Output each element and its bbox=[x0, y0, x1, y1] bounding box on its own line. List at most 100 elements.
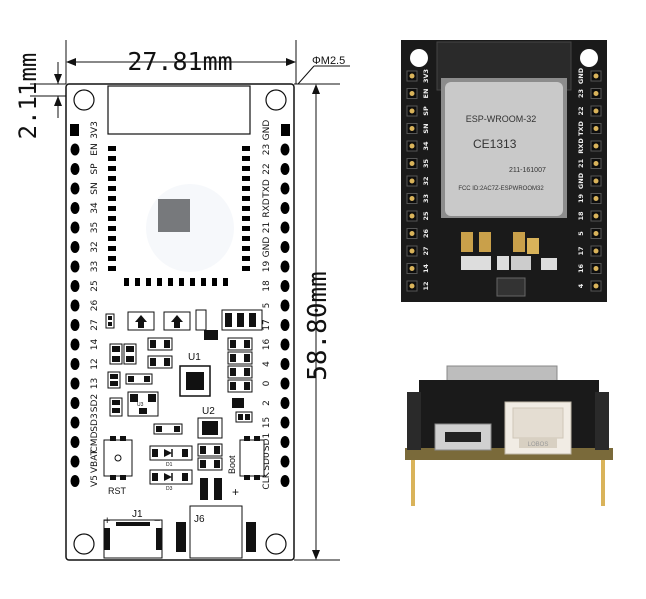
left-pin-label: 27 bbox=[90, 319, 100, 330]
hole-label: ΦM2.5 bbox=[312, 55, 345, 67]
right-pin-label: GND bbox=[262, 120, 272, 141]
photo-pin-dot bbox=[593, 178, 599, 184]
module-pad bbox=[242, 196, 250, 201]
right-pin-pad bbox=[280, 163, 290, 175]
d3-label: D3 bbox=[166, 486, 173, 492]
photo-pin-dot bbox=[409, 213, 415, 219]
right-pin-label: 19 bbox=[262, 261, 272, 273]
u3-label: U3 bbox=[137, 402, 144, 408]
photo-pin-label: 16 bbox=[577, 264, 585, 274]
right-pin-label: 4 bbox=[262, 361, 272, 367]
rst-button-footprint bbox=[103, 439, 133, 477]
module-pad bbox=[108, 216, 116, 221]
photo-pin-label: 27 bbox=[422, 246, 430, 255]
module-pad bbox=[242, 226, 250, 231]
left-pin-labels: 3V3ENSPSN34353233252627141213SD2SD3CMDVB… bbox=[90, 121, 100, 487]
photo-pin-label: RXD bbox=[577, 138, 585, 154]
right-pin-label: 17 bbox=[262, 319, 272, 330]
right-pin-label: 21 bbox=[262, 222, 272, 233]
right-pin-pad bbox=[281, 124, 290, 136]
left-pin-pad bbox=[70, 358, 80, 370]
left-pin-pad bbox=[70, 397, 80, 409]
left-pin-pad bbox=[70, 182, 80, 195]
left-pin-label: V5 bbox=[90, 475, 100, 487]
module-pad bbox=[168, 278, 173, 286]
module-pad bbox=[190, 278, 195, 286]
module-pad bbox=[242, 236, 250, 241]
rst-label: RST bbox=[108, 486, 127, 496]
module-ce: CE1313 bbox=[473, 137, 517, 151]
left-pin-pad bbox=[70, 338, 80, 351]
photo-pin-label: 21 bbox=[577, 159, 585, 169]
photo-pin-label: 26 bbox=[422, 229, 430, 239]
photo-pin-dot bbox=[593, 108, 599, 114]
right-pin-label: 2 bbox=[262, 400, 272, 406]
hole-callout: ΦM2.5 bbox=[297, 55, 350, 85]
left-pin-pad bbox=[70, 475, 80, 487]
module-pad bbox=[212, 278, 217, 286]
module-pad bbox=[157, 278, 162, 286]
left-pin-label: 26 bbox=[90, 300, 100, 312]
module-pad bbox=[108, 196, 116, 201]
mount-hole-tr bbox=[265, 89, 287, 111]
module-pad bbox=[223, 278, 228, 286]
photo-pin-dot bbox=[409, 178, 415, 184]
left-pin-pad bbox=[70, 143, 80, 156]
right-pin-label: 0 bbox=[262, 380, 272, 386]
module-pad bbox=[242, 266, 250, 271]
left-pin-pad bbox=[70, 202, 80, 214]
j6-footprint bbox=[189, 505, 243, 559]
module-pad bbox=[108, 146, 116, 151]
module-pad bbox=[135, 278, 140, 286]
photo-pin-dot bbox=[409, 196, 415, 201]
right-pin-label: CLK bbox=[262, 471, 272, 489]
photo-pin-label: 18 bbox=[577, 211, 585, 221]
module-pad bbox=[108, 156, 116, 161]
board-top-photo: ESP-WROOM-32 CE1313 211-161007 FCC ID:2A… bbox=[401, 40, 607, 302]
right-pin-label: 5 bbox=[262, 303, 272, 309]
photo-pin-dot bbox=[593, 73, 599, 79]
module-pad bbox=[108, 186, 116, 191]
width-dimension: 27.81mm bbox=[65, 40, 297, 84]
module-pad bbox=[108, 226, 116, 231]
right-pin-label: 18 bbox=[262, 280, 272, 292]
photo-pin-dot bbox=[593, 231, 599, 236]
left-pin-label: 25 bbox=[90, 280, 100, 291]
photo-pin-label: 3V3 bbox=[422, 69, 430, 83]
mount-hole-br bbox=[265, 533, 287, 555]
module-pad bbox=[242, 216, 250, 221]
left-pin-pad bbox=[70, 221, 80, 234]
right-pin-label: 23 bbox=[262, 144, 272, 155]
module-pad bbox=[108, 256, 116, 261]
left-pin-pad bbox=[70, 416, 80, 429]
module-pad bbox=[242, 246, 250, 251]
watermark bbox=[146, 184, 234, 272]
module-pad bbox=[242, 156, 250, 161]
photo-pin-dot bbox=[409, 126, 415, 131]
left-pin-label: SP bbox=[90, 163, 100, 175]
right-pin-pad bbox=[280, 358, 290, 370]
minus-label-j1: − bbox=[154, 515, 160, 527]
photo-pin-dot bbox=[409, 143, 415, 149]
right-pin-pad bbox=[280, 475, 290, 487]
photo-pin-dot bbox=[409, 161, 415, 166]
left-pin-label: 14 bbox=[90, 339, 100, 351]
plus-label-right: + bbox=[232, 485, 239, 499]
right-pin-label: 16 bbox=[262, 339, 272, 351]
photo-pin-dot bbox=[593, 213, 599, 219]
right-pin-pad bbox=[280, 221, 290, 234]
left-pin-pad bbox=[70, 260, 80, 273]
photo-pin-label: 4 bbox=[577, 283, 585, 288]
photo-pin-label: TXD bbox=[577, 120, 585, 135]
photo-pin-label: 25 bbox=[422, 211, 430, 221]
module-pad bbox=[179, 278, 184, 286]
right-pin-label: TXD bbox=[262, 179, 272, 199]
width-label: 27.81mm bbox=[127, 47, 232, 76]
mount-hole-bl bbox=[73, 533, 95, 555]
j6-label: J6 bbox=[194, 514, 205, 525]
right-pin-pad bbox=[280, 260, 290, 273]
left-pin-label: 12 bbox=[90, 358, 100, 369]
right-pin-pad bbox=[280, 338, 290, 351]
